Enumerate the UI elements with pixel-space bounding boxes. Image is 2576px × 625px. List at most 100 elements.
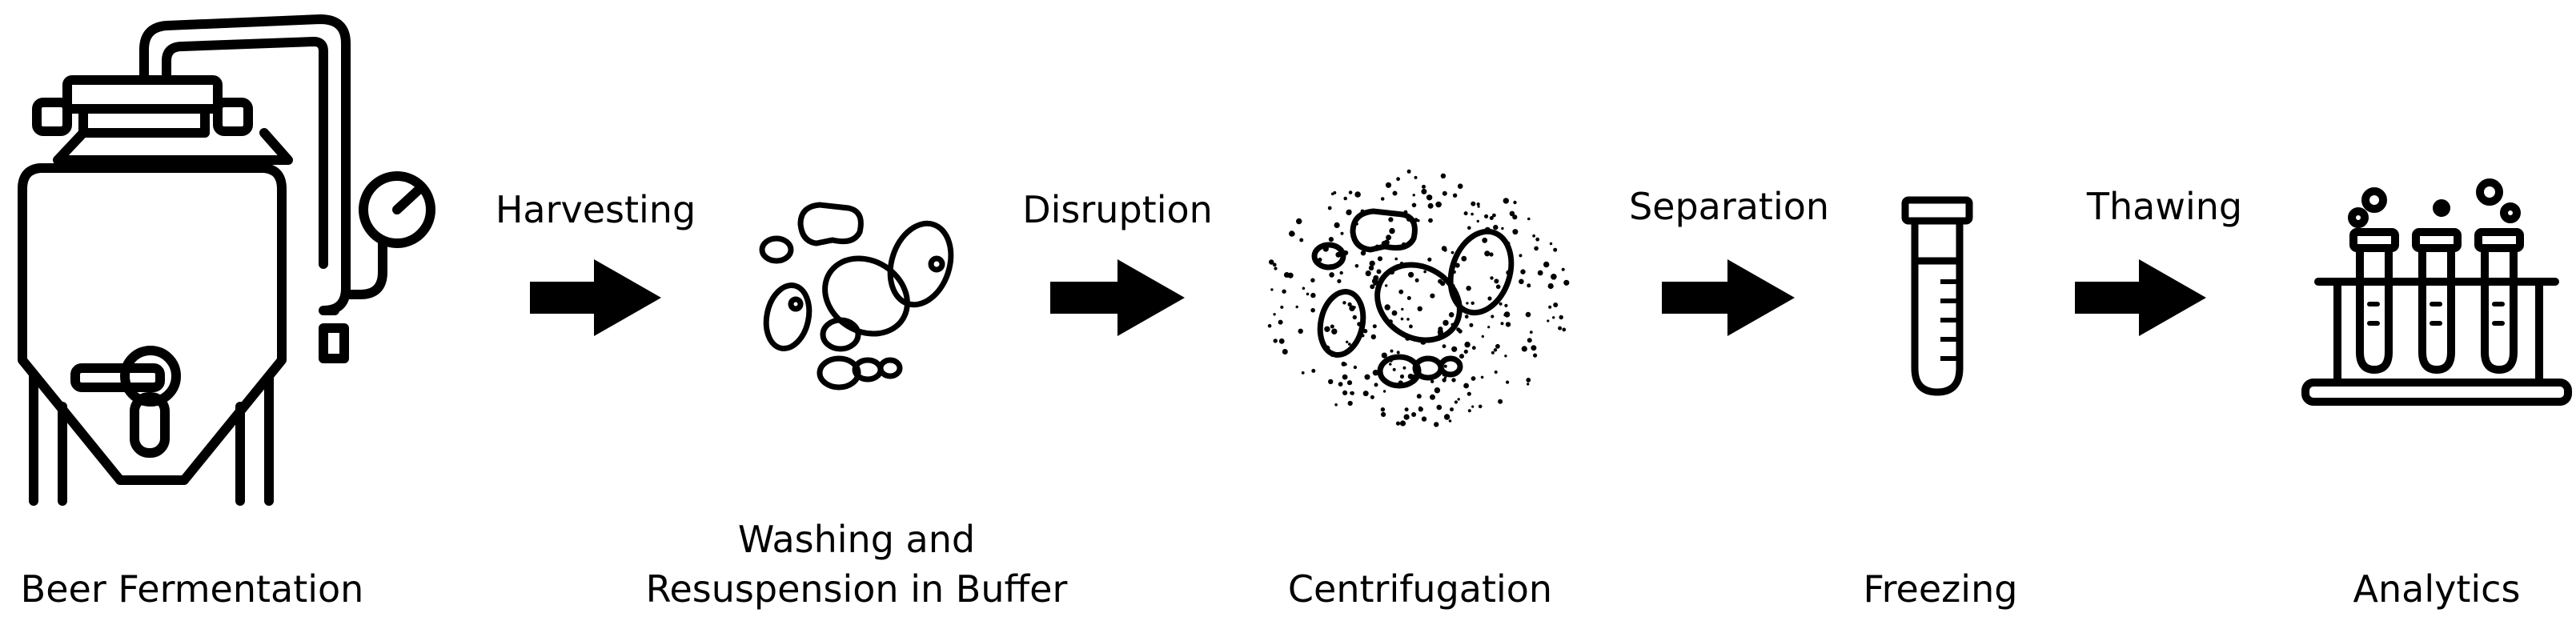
disrupted-cells-icon — [1267, 169, 1570, 427]
debris-speck — [1562, 327, 1567, 332]
debris-speck — [1519, 278, 1524, 285]
debris-speck — [1411, 202, 1417, 208]
debris-speck — [1469, 323, 1474, 327]
debris-speck — [1443, 364, 1447, 368]
debris-speck — [1369, 260, 1375, 266]
debris-speck — [1493, 348, 1498, 352]
debris-speck — [1278, 319, 1283, 325]
debris-speck — [1371, 278, 1378, 285]
debris-speck — [1310, 278, 1315, 282]
debris-speck — [1330, 192, 1334, 196]
debris-speck — [1354, 264, 1359, 268]
debris-speck — [1442, 344, 1446, 349]
debris-speck — [1477, 205, 1480, 208]
debris-speck — [1480, 375, 1484, 379]
debris-speck — [1471, 405, 1475, 408]
debris-speck — [1452, 193, 1458, 198]
debris-speck — [1490, 276, 1494, 280]
debris-speck — [1353, 306, 1356, 309]
debris-speck — [1535, 237, 1540, 242]
debris-speck — [1388, 217, 1394, 222]
debris-speck — [1484, 250, 1491, 257]
step-label-separation: Separation — [1629, 185, 1829, 228]
debris-speck — [1440, 173, 1446, 178]
debris-speck — [1348, 343, 1351, 346]
debris-speck — [1495, 343, 1500, 349]
debris-speck — [1527, 338, 1532, 343]
debris-speck — [1324, 326, 1330, 332]
debris-speck — [1559, 315, 1563, 320]
debris-speck — [1362, 391, 1369, 397]
debris-speck — [1310, 307, 1315, 313]
debris-speck — [1467, 391, 1471, 396]
debris-speck — [1414, 278, 1419, 282]
debris-speck — [1404, 407, 1409, 412]
debris-speck — [1346, 209, 1352, 215]
debris-speck — [1370, 284, 1375, 290]
debris-speck — [1527, 383, 1530, 386]
step-label-harvesting: Harvesting — [496, 188, 696, 231]
debris-speck — [1342, 390, 1348, 395]
debris-speck — [1443, 248, 1447, 252]
debris-speck — [1346, 340, 1349, 343]
debris-speck — [1380, 407, 1386, 412]
stage-label-analytics: Analytics — [2353, 567, 2521, 611]
debris-speck — [1471, 301, 1475, 305]
debris-speck — [1492, 213, 1496, 218]
debris-speck — [1406, 169, 1411, 174]
debris-speck — [1390, 349, 1394, 353]
debris-speck — [1348, 190, 1353, 194]
debris-speck — [1451, 250, 1455, 254]
debris-speck — [1471, 376, 1476, 381]
debris-speck — [1299, 238, 1304, 242]
debris-speck — [1506, 380, 1510, 384]
debris-speck — [1282, 349, 1288, 355]
debris-speck — [1398, 289, 1404, 294]
debris-speck — [1346, 380, 1353, 386]
debris-speck — [1481, 335, 1485, 339]
debris-speck — [1374, 383, 1378, 387]
debris-speck — [1434, 387, 1441, 394]
debris-speck — [1463, 383, 1469, 389]
debris-speck — [1520, 269, 1526, 274]
debris-speck — [1467, 226, 1471, 230]
debris-speck — [1416, 394, 1422, 399]
debris-speck — [1501, 226, 1504, 230]
debris-speck — [1500, 322, 1504, 326]
separation-arrow-icon — [1662, 259, 1795, 336]
debris-speck — [1417, 306, 1422, 311]
debris-speck — [1435, 201, 1442, 208]
debris-speck — [1334, 403, 1338, 407]
debris-speck — [1385, 284, 1388, 287]
debris-speck — [1347, 302, 1352, 306]
debris-speck — [1451, 346, 1458, 352]
debris-speck — [1423, 270, 1426, 274]
debris-speck — [1296, 218, 1302, 225]
debris-speck — [1352, 315, 1358, 320]
disruption-arrow-icon — [1050, 259, 1185, 336]
debris-speck — [1394, 257, 1398, 261]
debris-speck — [1443, 376, 1447, 379]
debris-speck — [1526, 378, 1531, 383]
debris-speck — [1491, 351, 1495, 355]
step-label-disruption: Disruption — [1022, 188, 1213, 231]
debris-speck — [1334, 222, 1340, 228]
debris-speck — [1504, 303, 1508, 307]
debris-speck — [1407, 373, 1414, 379]
debris-speck — [1478, 404, 1483, 409]
debris-speck — [1521, 346, 1527, 352]
debris-speck — [1399, 420, 1406, 427]
debris-speck — [1270, 288, 1274, 291]
debris-speck — [1549, 242, 1553, 246]
debris-speck — [1273, 313, 1276, 316]
debris-speck — [1381, 352, 1387, 359]
debris-speck — [1525, 311, 1531, 318]
debris-speck — [1503, 311, 1511, 318]
debris-speck — [1464, 341, 1471, 348]
debris-speck — [1392, 190, 1398, 196]
debris-speck — [1464, 315, 1469, 319]
debris-speck — [1409, 324, 1413, 329]
debris-speck — [1489, 216, 1494, 220]
debris-speck — [1543, 261, 1550, 268]
debris-speck — [1273, 339, 1278, 343]
